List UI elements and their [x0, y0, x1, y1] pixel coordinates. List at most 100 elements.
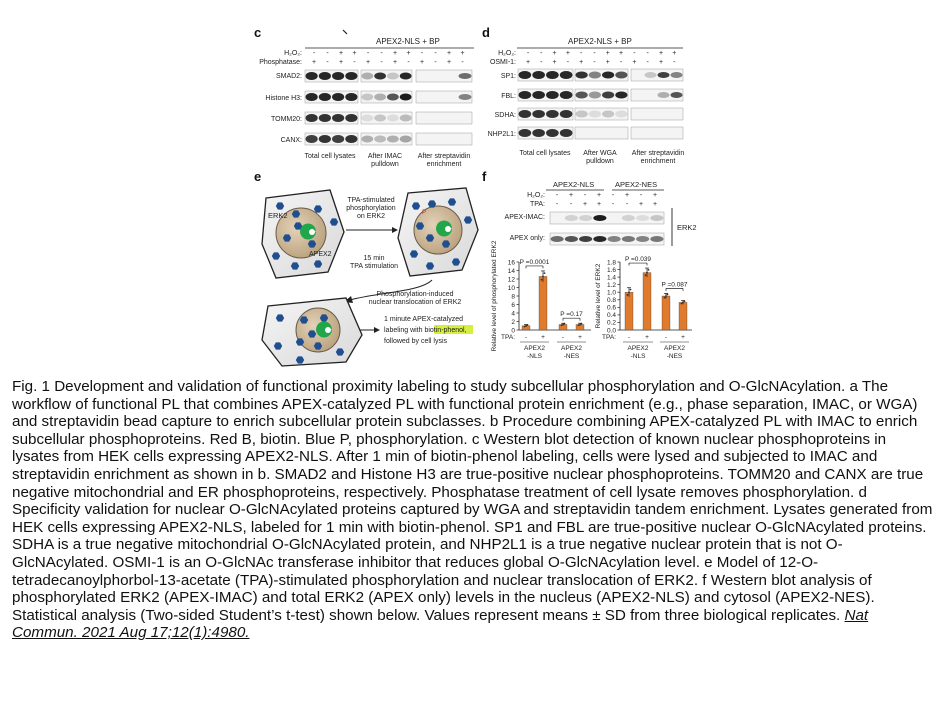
panel-f-sign: + [625, 192, 629, 199]
panel-d-sign: - [580, 50, 583, 57]
panel-c-sign: + [339, 50, 343, 57]
data-point [628, 291, 630, 294]
panel-c-sign: + [312, 59, 316, 66]
blot-band [374, 93, 386, 101]
group-label: -NES [667, 353, 683, 360]
blot-band [602, 91, 615, 99]
erk2-molecule-icon [425, 262, 435, 270]
y-tick-label: 1.4 [607, 274, 616, 281]
blot-band [332, 135, 345, 143]
erk2-molecule-icon [295, 356, 305, 364]
blot-band [305, 135, 318, 143]
citation-link[interactable]: Nat Commun. 2021 Aug 17;12(1):4980. [12, 606, 869, 642]
panel-f-bracket-erk2: ERK2 [677, 223, 697, 232]
blot-strip [574, 88, 629, 102]
blot-band [305, 93, 318, 101]
blot-strip [630, 68, 684, 82]
panel-c-sign: - [326, 59, 329, 66]
blot-band [615, 91, 628, 99]
biotin-phenol-text: biotin-phenol [424, 327, 465, 334]
caption-text: Fig. 1 Development and validation of fun… [12, 378, 933, 624]
y-tick-label: 6 [511, 302, 515, 309]
blot-band [588, 91, 601, 99]
panel-c-sign: + [366, 59, 370, 66]
data-point [523, 325, 526, 328]
erk2-label: ERK2 [268, 211, 288, 220]
panel-d-sign: - [540, 59, 543, 66]
blot-band [518, 91, 532, 99]
erk2-molecule-icon [409, 250, 419, 258]
blot-band [318, 72, 331, 80]
blot-band [621, 236, 635, 242]
y-tick-label: 0.8 [607, 297, 616, 304]
panel-f-sign: + [653, 192, 657, 199]
blot-strip [415, 90, 473, 104]
panel-d-row-fbl: FBL: [501, 93, 516, 100]
panel-f-sign: - [556, 201, 559, 208]
blot-band [559, 91, 573, 99]
y-axis-label: Relative level of phosphorylated ERK2 [491, 240, 498, 351]
blot-band [318, 135, 331, 143]
panel-d-blot: d APEX2-NLS + BP H₂O₂: OSMI-1: --++--++-… [482, 25, 684, 165]
step1-line1: TPA-stimulated [347, 197, 394, 204]
data-point [579, 323, 581, 326]
panel-f-sign: + [653, 201, 657, 208]
panel-d-sign: - [540, 50, 543, 57]
erk2-molecule-icon [427, 200, 437, 208]
panel-c-sign: - [380, 59, 383, 66]
panel-d-sign: + [659, 59, 663, 66]
data-point [682, 301, 684, 304]
panel-c-sign: - [367, 50, 370, 57]
panel-f-sign: - [570, 201, 573, 208]
panel-d-row-sdha: SDHA: [495, 112, 516, 119]
panel-c-row-smad2: SMAD2: [276, 73, 302, 80]
y-tick-label: 10 [508, 285, 516, 292]
tpa-label: TPA: [501, 334, 515, 341]
panel-d-sign: + [606, 50, 610, 57]
blot-strip [549, 232, 665, 246]
erk2-molecule-icon [335, 348, 345, 356]
blot-band [546, 129, 559, 137]
panel-d-group-total: Total cell lysates [520, 150, 571, 157]
blot-band [550, 236, 564, 242]
blot-band [650, 215, 664, 221]
blot-band [532, 71, 545, 79]
figure-caption: Fig. 1 Development and validation of fun… [12, 378, 937, 642]
tpa-sign: - [562, 334, 564, 341]
p-value-label: P =0.039 [625, 256, 651, 263]
erk2-molecule-icon [282, 234, 292, 242]
blot-band [644, 72, 657, 78]
blot-band [657, 72, 670, 78]
panel-c-sign: + [420, 59, 424, 66]
blot-band [602, 110, 615, 118]
p-value-label: P =0.0001 [520, 259, 550, 266]
erk2-molecule-icon [295, 338, 305, 346]
y-tick-label: 14 [508, 268, 516, 275]
panel-d-group-wga-2: pulldown [586, 158, 614, 165]
data-point [525, 324, 527, 327]
blot-band [532, 129, 545, 137]
panel-c-sign: + [460, 50, 464, 57]
panel-f-sign: - [612, 201, 615, 208]
panel-f-row-apex-imac: APEX-IMAC: [505, 214, 546, 221]
blot-band [361, 72, 374, 80]
panel-d-sign: - [673, 59, 676, 66]
biotin-phenol-highlight [434, 325, 473, 334]
blot-strip [517, 107, 574, 121]
panel-f-sign: - [626, 201, 629, 208]
panel-c-sign: + [447, 50, 451, 57]
blot-band [387, 93, 399, 101]
panel-f-sign: + [597, 201, 601, 208]
blot-strip [304, 132, 359, 146]
blot-band [458, 94, 472, 100]
erk2-molecule-icon [299, 316, 309, 324]
panel-d-sign: - [527, 50, 530, 57]
blot-band [374, 135, 386, 143]
panel-f-h2o2-label: H₂O₂: [527, 192, 545, 199]
y-tick-label: 1.8 [607, 259, 616, 266]
data-point [680, 302, 683, 305]
y-tick-label: 1.0 [607, 290, 616, 297]
panel-c-sign: + [393, 50, 397, 57]
bar [678, 302, 688, 331]
